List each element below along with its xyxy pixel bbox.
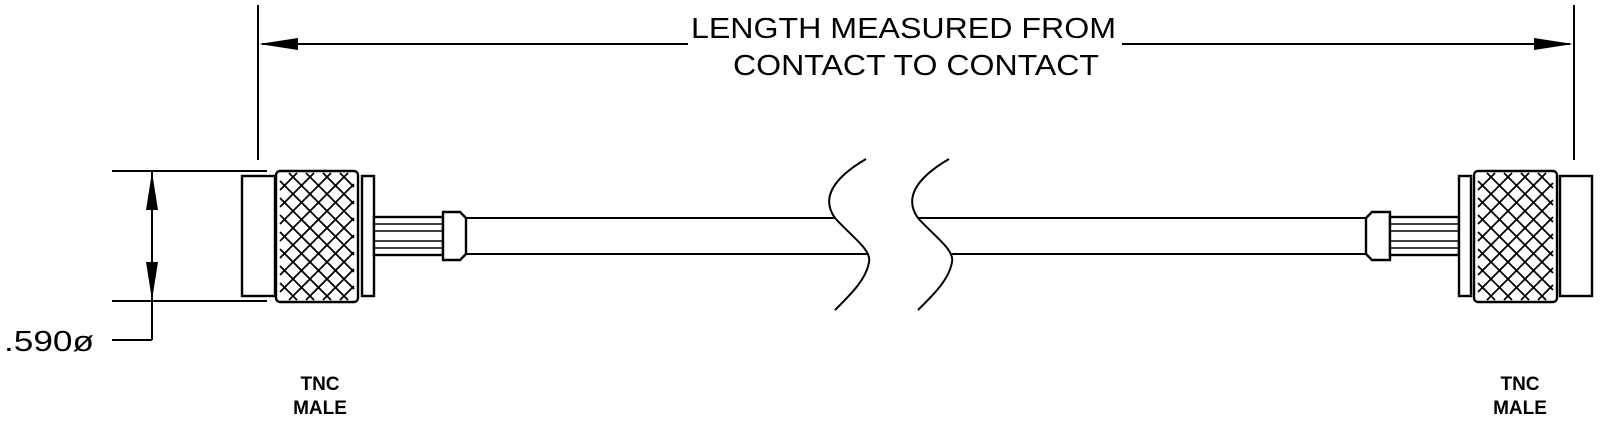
diameter-dimension: .590ø	[4, 170, 267, 358]
right-connector-ring	[1457, 174, 1473, 298]
left-connector-ring	[360, 174, 376, 298]
knurl-line	[279, 200, 355, 276]
knurl-line	[279, 231, 349, 301]
knurl-line	[1477, 172, 1530, 225]
knurl-line	[322, 172, 355, 205]
cable-break-left	[828, 158, 871, 311]
knurl-line	[1520, 267, 1554, 301]
right-arrowhead-icon	[1534, 38, 1573, 50]
cable	[466, 158, 1366, 311]
diameter-value: .590ø	[4, 326, 94, 358]
knurl-line	[279, 217, 355, 293]
knurl-line	[1477, 282, 1496, 301]
right-connector-ferrule	[1364, 210, 1392, 262]
knurl-line	[279, 180, 355, 256]
knurl-line	[279, 282, 298, 301]
right-knurl-pattern	[1477, 172, 1554, 301]
left-connector-knurl	[274, 169, 360, 304]
knurl-line	[279, 265, 315, 301]
diameter-arrow-down-icon	[146, 262, 158, 300]
right-connector-coupling-face	[1558, 174, 1594, 298]
knurl-line	[1477, 172, 1547, 242]
knurl-line	[279, 183, 355, 259]
knurl-line	[279, 172, 349, 242]
right-connector-type: TNC	[1500, 374, 1539, 395]
knurl-line	[1503, 250, 1554, 301]
diameter-arrow-up-icon	[146, 172, 158, 210]
left-connector	[240, 169, 468, 304]
right-connector-gender: MALE	[1493, 398, 1547, 419]
right-connector-body	[1388, 215, 1461, 257]
knurl-line	[1537, 284, 1554, 301]
knurl-line	[1477, 172, 1513, 208]
left-connector-gender: MALE	[293, 398, 347, 419]
knurl-line	[279, 172, 332, 225]
left-connector-coupling-face	[240, 174, 277, 298]
knurl-line	[279, 214, 355, 290]
left-arrowhead-icon	[259, 38, 298, 50]
knurl-line	[1477, 172, 1496, 191]
knurl-line	[1477, 231, 1547, 301]
knurl-line	[279, 172, 315, 208]
knurl-line	[279, 248, 332, 301]
knurl-line	[1520, 172, 1554, 206]
knurl-line	[1477, 265, 1513, 301]
left-connector-ferrule	[441, 210, 468, 262]
left-connector-body	[372, 215, 445, 257]
length-note-line2: CONTACT TO CONTACT	[733, 50, 1099, 82]
knurl-line	[1486, 233, 1554, 301]
knurl-line	[1477, 199, 1554, 276]
length-dimension: LENGTH MEASURED FROM CONTACT TO CONTACT	[257, 5, 1575, 160]
knurl-line	[1477, 248, 1530, 301]
length-note-line1: LENGTH MEASURED FROM	[691, 13, 1116, 45]
right-connector	[1364, 169, 1594, 304]
cable-break-right	[911, 158, 954, 311]
knurl-line	[288, 172, 355, 239]
knurl-line	[339, 285, 355, 301]
knurl-line	[305, 251, 355, 301]
left-knurl-pattern	[279, 172, 355, 301]
knurl-line	[322, 268, 355, 301]
left-connector-type: TNC	[300, 374, 339, 395]
knurl-line	[279, 197, 355, 273]
knurl-line	[1503, 172, 1554, 223]
knurl-line	[1477, 182, 1554, 259]
knurl-line	[1477, 216, 1554, 293]
knurl-line	[305, 172, 355, 222]
knurl-line	[288, 234, 355, 301]
knurl-line	[279, 172, 298, 191]
knurl-line	[339, 172, 355, 188]
